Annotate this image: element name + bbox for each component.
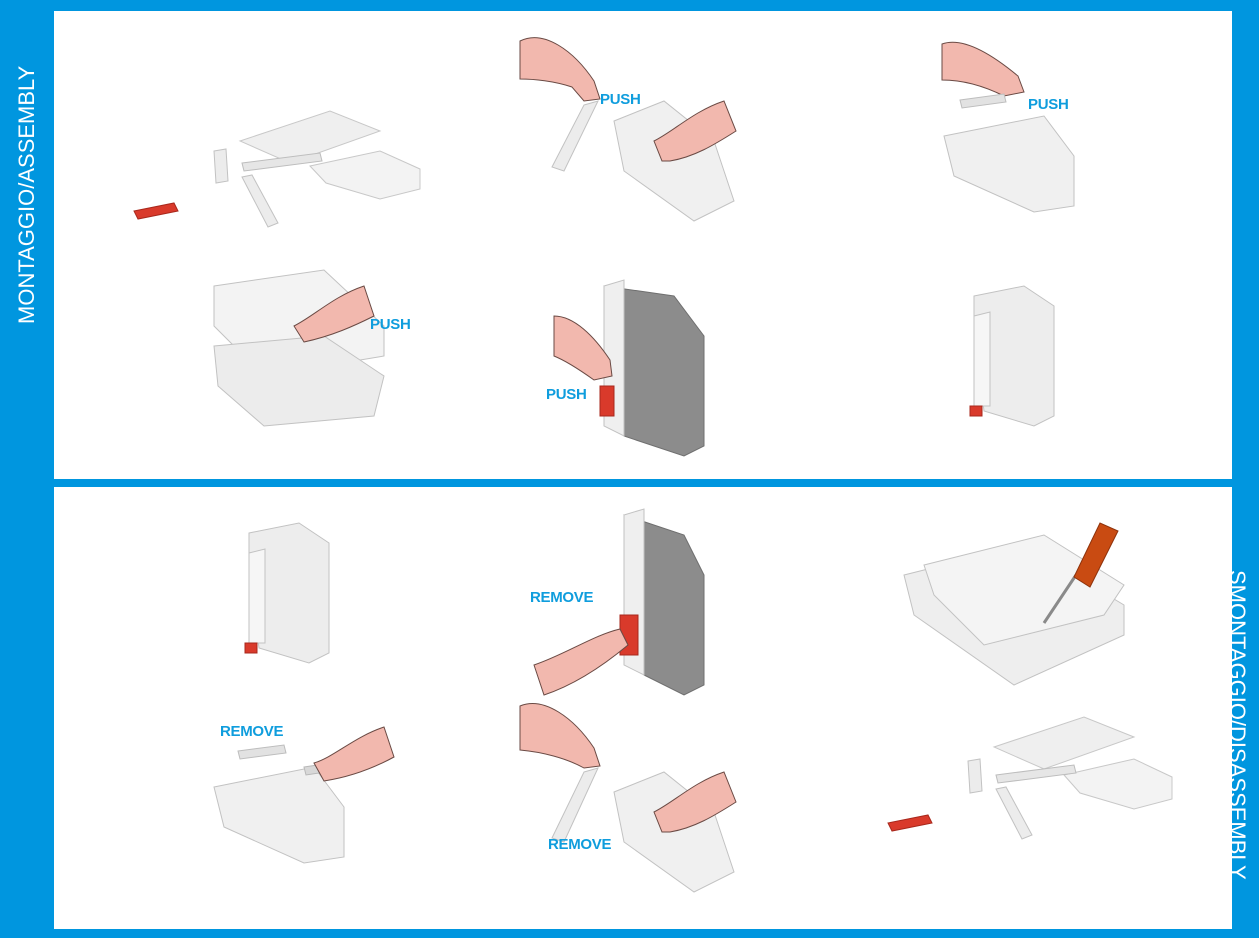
push-terminal-cover-icon xyxy=(934,36,1154,236)
assembly-step-5: PUSH xyxy=(534,276,734,466)
exploded-parts-icon xyxy=(130,91,430,251)
disassembly-step-5: REMOVE xyxy=(514,692,754,912)
disassembly-step-6 xyxy=(854,707,1174,877)
remove-terminal-cover-icon xyxy=(204,717,434,917)
remove-callout: REMOVE xyxy=(548,836,611,853)
exploded-parts-icon xyxy=(854,707,1174,877)
assembly-step-4: PUSH xyxy=(204,266,444,466)
push-latch-icon xyxy=(534,276,734,466)
disassembly-step-1 xyxy=(229,523,349,683)
remove-callout: REMOVE xyxy=(220,723,283,740)
assembled-housing-icon xyxy=(229,523,349,683)
assembly-step-1 xyxy=(130,91,430,251)
remove-callout: REMOVE xyxy=(530,589,593,606)
push-lid-icon xyxy=(204,266,444,466)
disassembly-step-3 xyxy=(904,505,1164,695)
assembly-step-6 xyxy=(954,286,1074,446)
assembly-panel: PUSH PUSH PUSH xyxy=(54,11,1232,479)
push-callout: PUSH xyxy=(600,91,640,108)
push-clip-icon xyxy=(514,21,754,231)
push-callout: PUSH xyxy=(370,316,410,333)
remove-clip-icon xyxy=(514,692,754,912)
disassembly-step-2: REMOVE xyxy=(524,505,744,705)
assembly-step-2: PUSH xyxy=(514,21,754,231)
screwdriver-pry-icon xyxy=(904,505,1164,695)
assembly-step-3: PUSH xyxy=(934,36,1154,236)
push-callout: PUSH xyxy=(1028,96,1068,113)
assembly-section-label: MONTAGGIO/ASSEMBLY xyxy=(14,66,40,324)
assembled-housing-icon xyxy=(954,286,1074,446)
push-callout: PUSH xyxy=(546,386,586,403)
disassembly-panel: REMOVE REMOVE xyxy=(54,487,1232,929)
disassembly-step-4: REMOVE xyxy=(204,717,434,917)
